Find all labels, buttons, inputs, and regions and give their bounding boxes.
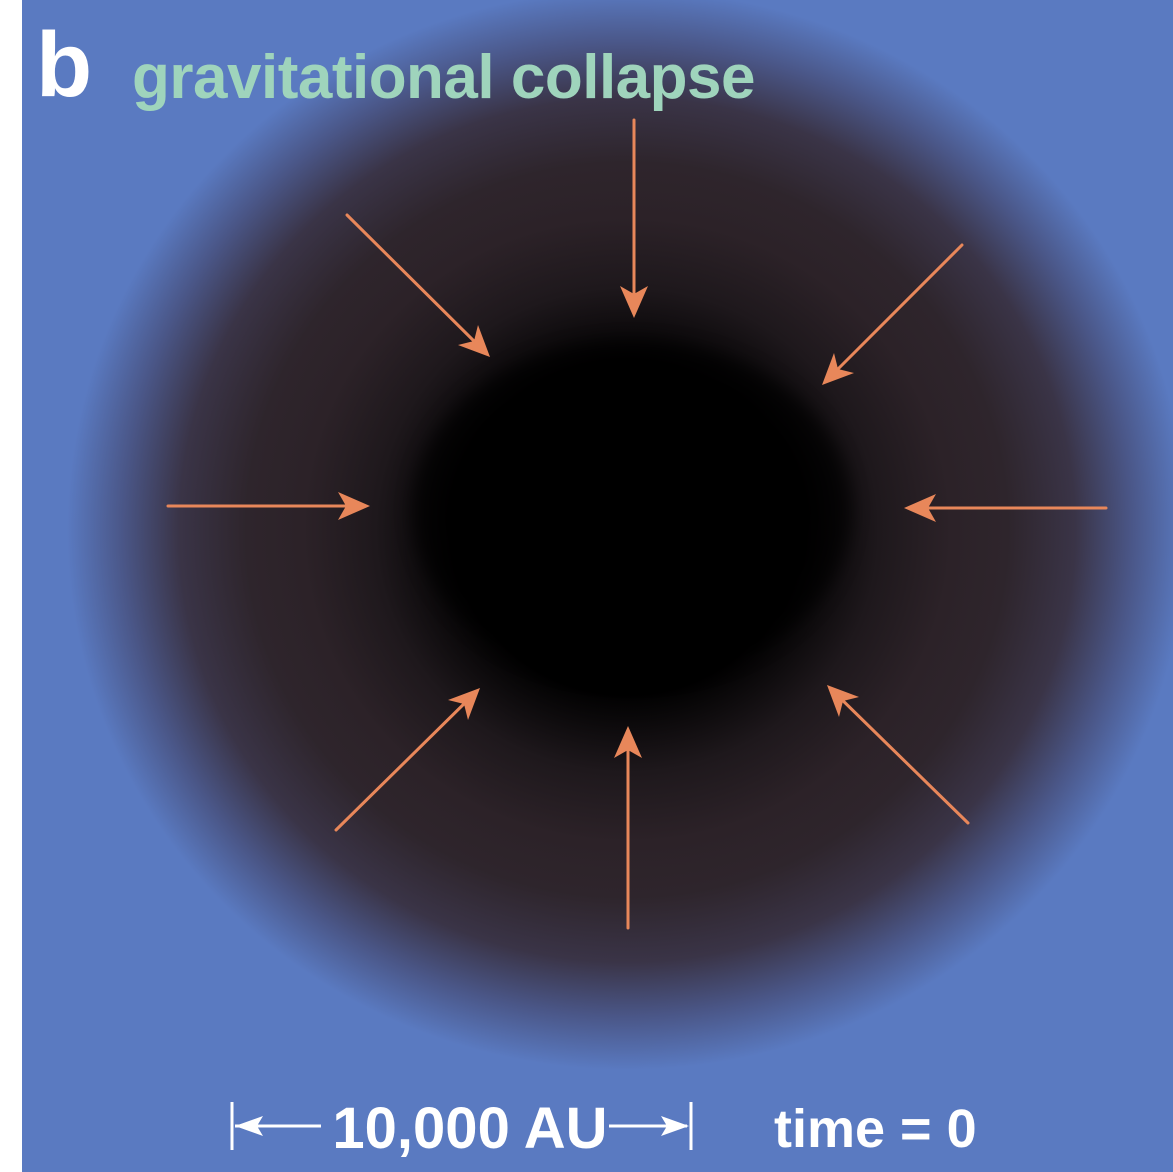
figure-title: gravitational collapse	[132, 43, 756, 112]
collapse-figure-panel: b gravitational collapse	[22, 0, 1173, 1172]
inward-arrow-icon	[166, 492, 370, 520]
panel-letter: b	[36, 14, 93, 116]
scale-bar: 10,000 AU	[229, 1092, 694, 1162]
inward-arrow-icon	[614, 726, 642, 930]
inward-arrows	[166, 118, 1108, 930]
inward-arrow-icon	[345, 213, 490, 357]
inward-arrow-icon	[827, 685, 970, 825]
inward-arrow-icon	[822, 243, 964, 385]
double-headed-arrow-icon	[230, 1102, 693, 1150]
inward-arrow-icon	[334, 688, 480, 832]
inward-arrow-icon	[620, 118, 648, 318]
dense-cloud-core	[412, 340, 852, 680]
scale-label: 10,000 AU	[332, 1096, 608, 1161]
inward-arrow-icon	[904, 494, 1108, 522]
time-label: time = 0	[774, 1099, 977, 1159]
